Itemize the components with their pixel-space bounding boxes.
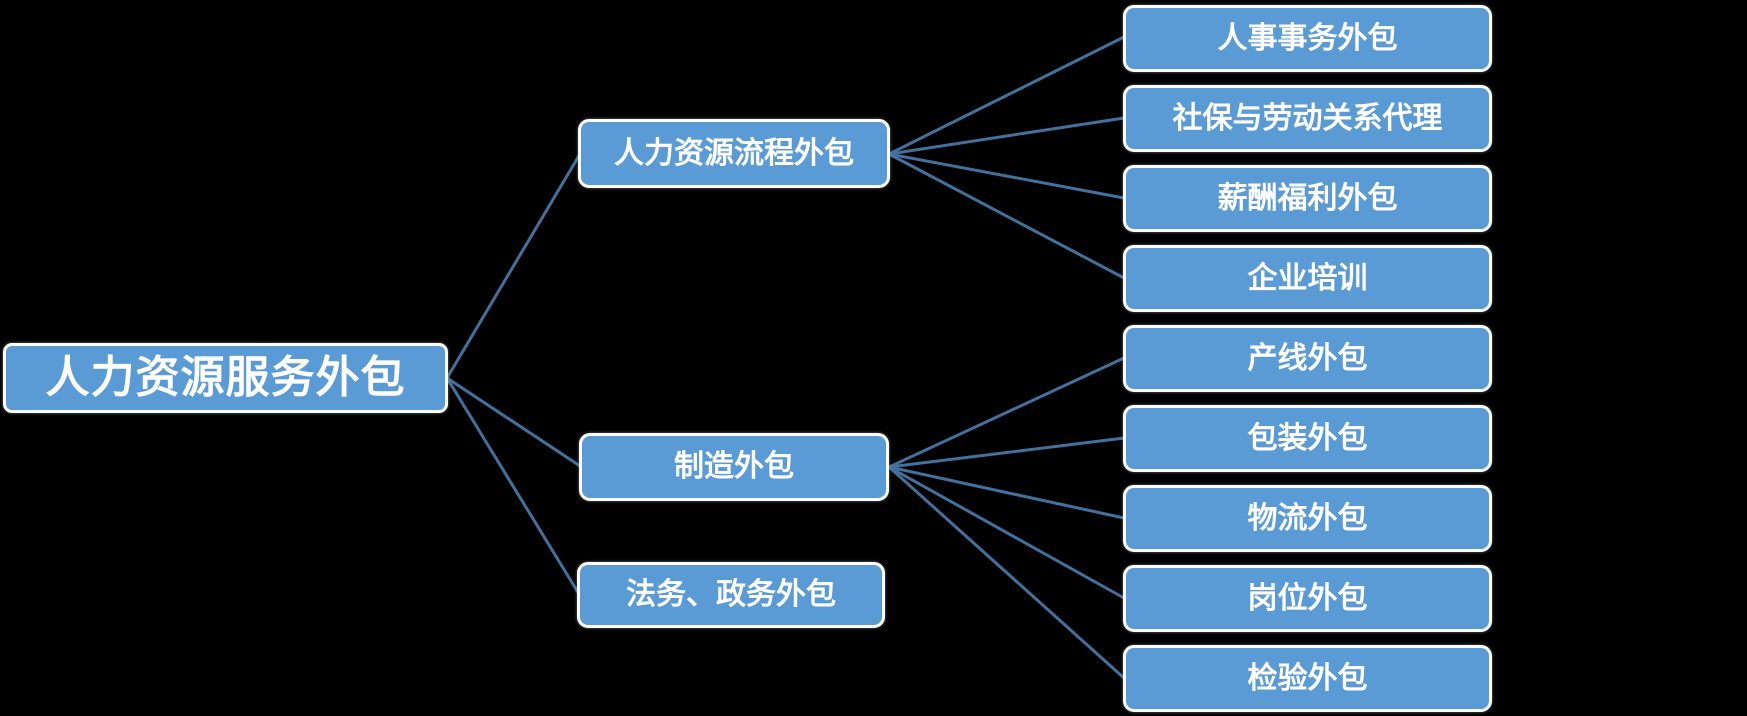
connector-root-to-legal	[445, 377, 581, 595]
leaf-node-packaging: 包装外包	[1123, 405, 1492, 472]
connector-mfg-to-packaging	[888, 436, 1125, 469]
leaf-node-logistics: 物流外包	[1123, 485, 1492, 552]
connector-hr-to-personnel-affairs	[888, 35, 1125, 156]
root-node-label: 人力资源服务外包	[45, 352, 406, 403]
connector-mfg-to-production-line	[888, 356, 1125, 469]
branch-node-label: 制造外包	[674, 449, 794, 484]
connector-root-to-manufacturing	[446, 376, 581, 468]
leaf-node-label: 物流外包	[1247, 500, 1368, 536]
branch-node-label: 人力资源流程外包	[614, 135, 854, 171]
leaf-node-label: 包装外包	[1247, 420, 1368, 456]
leaf-node-label: 检验外包	[1247, 660, 1368, 696]
leaf-node-social-security-labor-agency: 社保与劳动关系代理	[1123, 85, 1492, 152]
leaf-node-label: 产线外包	[1247, 340, 1368, 376]
branch-node-label: 法务、政务外包	[626, 577, 836, 612]
leaf-node-corporate-training: 企业培训	[1123, 245, 1492, 312]
leaf-node-inspection: 检验外包	[1123, 645, 1492, 712]
leaf-node-label: 岗位外包	[1247, 580, 1368, 616]
connector-hr-to-social-security	[888, 116, 1125, 156]
branch-node-manufacturing-outsourcing: 制造外包	[579, 433, 889, 501]
leaf-node-personnel-affairs: 人事事务外包	[1123, 5, 1492, 72]
leaf-node-position-outsourcing: 岗位外包	[1123, 565, 1492, 632]
leaf-node-label: 薪酬福利外包	[1217, 180, 1398, 216]
connector-mfg-to-position	[888, 465, 1125, 600]
leaf-node-label: 企业培训	[1247, 260, 1368, 296]
root-node-hr-service-outsourcing: 人力资源服务外包	[3, 343, 448, 413]
leaf-node-production-line: 产线外包	[1123, 325, 1492, 392]
branch-node-legal-government-outsourcing: 法务、政务外包	[577, 562, 885, 628]
connector-hr-to-corporate-training	[888, 152, 1125, 280]
leaf-node-label: 社保与劳动关系代理	[1172, 100, 1443, 136]
connector-mfg-to-logistics	[888, 465, 1125, 520]
leaf-node-payroll-benefits: 薪酬福利外包	[1123, 165, 1492, 232]
leaf-node-label: 人事事务外包	[1217, 20, 1398, 56]
connector-mfg-to-inspection	[887, 465, 1126, 680]
connector-hr-to-payroll-benefits	[888, 152, 1125, 200]
connector-root-to-hr-process	[445, 153, 582, 379]
branch-node-hr-process-outsourcing: 人力资源流程外包	[578, 119, 890, 188]
